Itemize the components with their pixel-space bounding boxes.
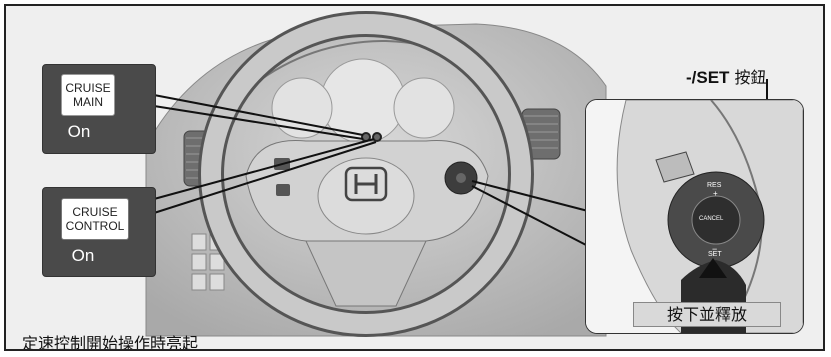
cruise-control-badge: CRUISE CONTROL [61,198,129,240]
switch-closeup-illustration [586,100,803,333]
cruise-control-line2: CONTROL [62,219,128,233]
illustration-frame: CRUISE MAIN On CRUISE CONTROL On [4,4,825,351]
cruise-main-line2: MAIN [62,95,114,109]
set-button-key: -/SET [686,68,729,87]
press-instruction: 按下並釋放 [633,302,781,327]
cruise-control-line1: CRUISE [62,205,128,219]
switch-closeup-inset: RES + CANCEL − SET [585,99,804,334]
res-plus-label: + [713,189,718,198]
set-button-label: -/SET 按鈕 [686,64,767,88]
cancel-button[interactable]: CANCEL [699,216,723,222]
cruise-control-state: On [27,246,139,266]
cruise-main-state: On [23,122,135,142]
cruise-main-badge: CRUISE MAIN [61,74,115,116]
res-label: RES [707,182,721,189]
caption: 定速控制開始操作時亮起 [22,330,198,351]
cruise-main-line1: CRUISE [62,81,114,95]
cruise-control-indicator: CRUISE CONTROL On [42,187,156,277]
set-label-small: SET [708,251,722,258]
set-button-suffix: 按鈕 [735,68,767,87]
cruise-main-indicator: CRUISE MAIN On [42,64,156,154]
